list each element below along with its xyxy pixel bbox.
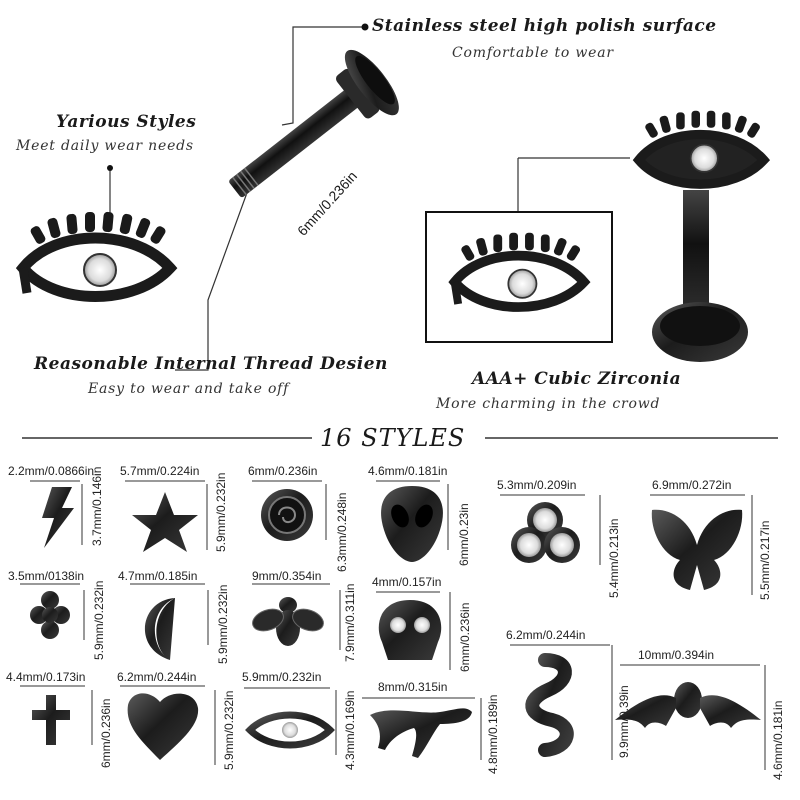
cross-icon <box>32 695 70 745</box>
dim-width-bat: 10mm/0.394in <box>638 648 715 662</box>
dim-width-cross: 4.4mm/0.173in <box>6 670 86 684</box>
thread-title: Reasonable Internal Thread Desien <box>34 354 388 374</box>
evil-eye-labret-right <box>632 110 771 362</box>
dim-height-heart: 5.9mm/0.232in <box>222 690 236 770</box>
dim-width-dino: 8mm/0.315in <box>378 680 448 694</box>
crescent-moon-icon <box>144 598 175 660</box>
alien-head-icon <box>381 486 443 562</box>
dim-height-snake: 9.9mm/0.39in <box>617 685 631 758</box>
dim-width-balls: 3.5mm/0138in <box>8 569 85 583</box>
dim-height-moon: 5.9mm/0.232in <box>216 584 230 664</box>
surface-subtitle: Comfortable to wear <box>452 45 614 61</box>
dimension-lines <box>20 480 766 770</box>
evil-eye-charm-left <box>15 211 178 302</box>
dim-width-heart: 6.2mm/0.244in <box>117 670 197 684</box>
dim-height-bee: 7.9mm/0.311in <box>343 583 357 663</box>
styles-title: Yarious Styles <box>56 112 197 132</box>
star-icon <box>132 492 198 552</box>
ball-cluster-icon <box>30 591 70 639</box>
skull-icon <box>378 600 442 660</box>
dim-height-rose: 6.3mm/0.248in <box>335 492 349 572</box>
dim-height-butterfly: 5.5mm/0.217in <box>758 520 772 600</box>
section-title: 16 STYLES <box>320 424 466 452</box>
lightning-bolt-icon <box>42 487 74 548</box>
bat-icon <box>615 682 761 728</box>
dim-width-gems: 5.3mm/0.209in <box>497 478 577 492</box>
snake-icon <box>525 653 574 757</box>
dim-height-balls: 5.9mm/0.232in <box>92 580 106 660</box>
butterfly-icon <box>651 509 743 590</box>
dim-height-star: 5.9mm/0.232in <box>214 472 228 552</box>
dim-width-eye: 5.9mm/0.232in <box>242 670 322 684</box>
dim-width-bee: 9mm/0.354in <box>252 569 322 583</box>
dim-width-star: 5.7mm/0.224in <box>120 464 200 478</box>
dim-height-alien: 6mm/0.23in <box>457 503 471 566</box>
bee-icon <box>252 597 324 646</box>
dim-height-bat: 4.6mm/0.181in <box>771 700 785 780</box>
dinosaur-icon <box>370 708 472 758</box>
zirconia-inset <box>425 211 613 343</box>
dim-height-eye: 4.3mm/0.169in <box>343 690 357 770</box>
leader-lines <box>109 26 630 371</box>
styles-subtitle: Meet daily wear needs <box>16 138 194 154</box>
dim-height-lightning: 3.7mm/0.146in <box>90 466 104 546</box>
dim-width-snake: 6.2mm/0.244in <box>506 628 586 642</box>
leader-dots <box>107 23 369 171</box>
dim-width-butterfly: 6.9mm/0.272in <box>652 478 732 492</box>
dim-height-skull: 6mm/0.236in <box>458 602 472 672</box>
heart-icon <box>127 693 199 760</box>
zirconia-title: AAA+ Cubic Zirconia <box>472 369 682 389</box>
threaded-post <box>229 49 399 198</box>
dim-height-gems: 5.4mm/0.213in <box>607 518 621 598</box>
thread-subtitle: Easy to wear and take off <box>88 381 290 397</box>
evil-eye-icon <box>245 711 335 749</box>
zirconia-subtitle: More charming in the crowd <box>436 396 661 412</box>
dim-height-dino: 4.8mm/0.189in <box>486 694 500 774</box>
dim-width-alien: 4.6mm/0.181in <box>368 464 448 478</box>
dim-width-lightning: 2.2mm/0.0866in <box>8 464 95 478</box>
dim-height-cross: 6mm/0.236in <box>99 698 113 768</box>
rose-icon <box>261 489 313 541</box>
surface-title: Stainless steel high polish surface <box>372 16 717 36</box>
dim-width-moon: 4.7mm/0.185in <box>118 569 198 583</box>
dim-width-rose: 6mm/0.236in <box>248 464 318 478</box>
dim-width-skull: 4mm/0.157in <box>372 575 442 589</box>
three-gems-icon <box>511 502 580 563</box>
